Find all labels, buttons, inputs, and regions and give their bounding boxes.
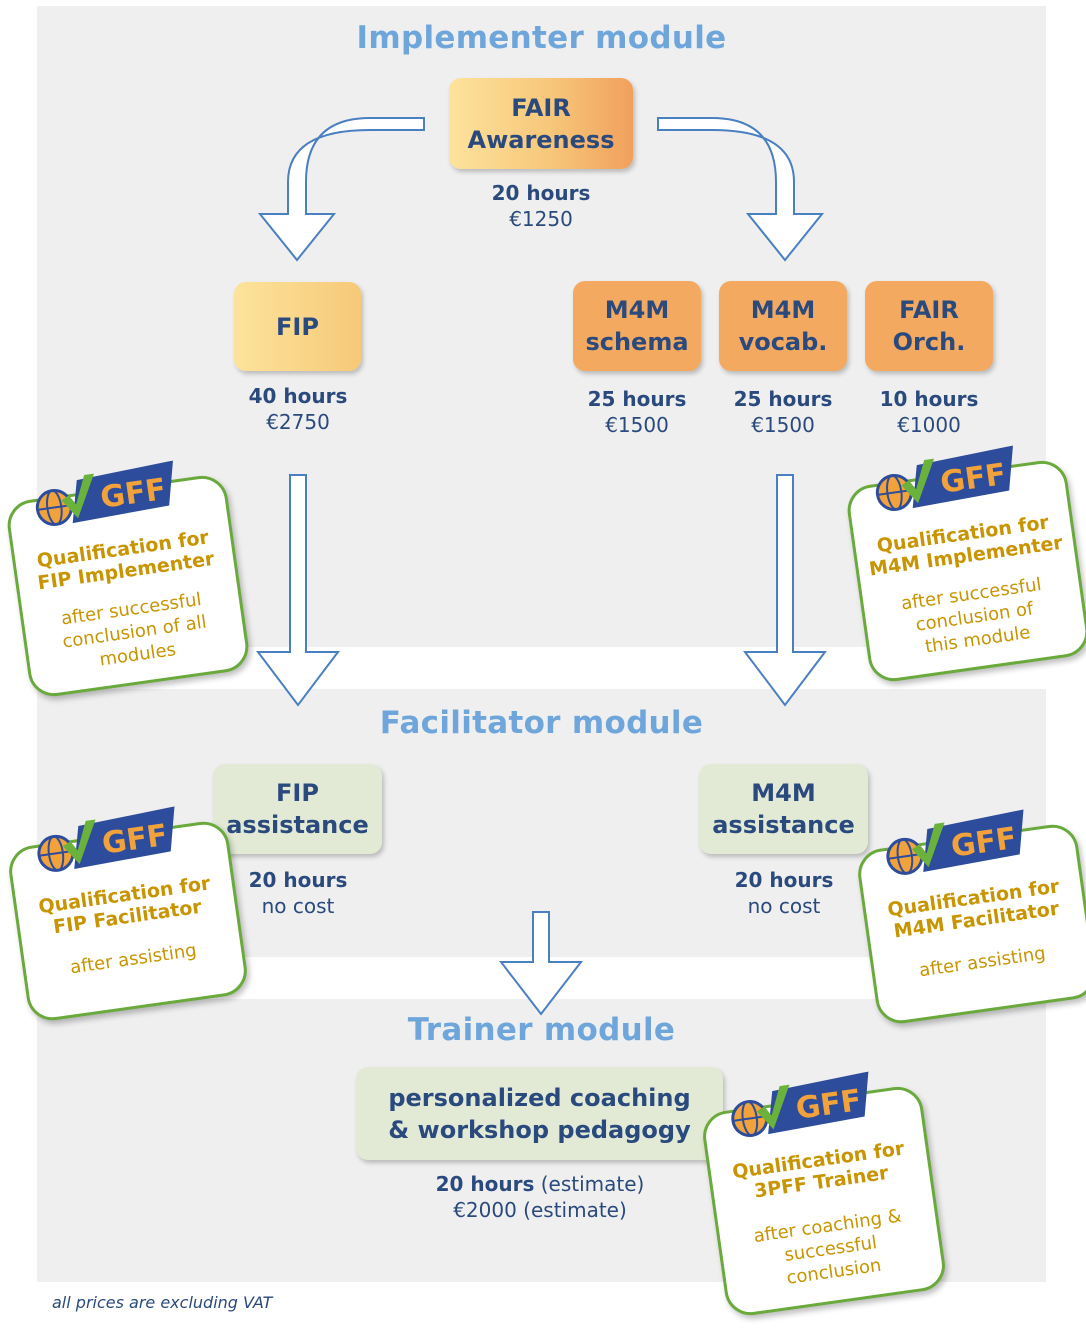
m4m-assistance-module: M4M assistance <box>699 764 868 854</box>
m4m-assistance-line2: assistance <box>712 811 855 839</box>
fip-module-label: FIP <box>276 312 319 341</box>
fair-awareness-hours: 20 hours <box>491 181 591 205</box>
gff-badge-icon: GFF <box>875 445 1013 511</box>
m4m-assistance-line1: M4M <box>751 779 816 807</box>
fip-assistance-price: no cost <box>261 894 335 918</box>
qualification-title: Qualification for M4M Facilitator <box>886 875 1061 943</box>
m4m-vocab-price: €1500 <box>751 413 815 437</box>
fip-assistance-hours: 20 hours <box>248 868 348 892</box>
fip-hours: 40 hours <box>248 384 348 408</box>
m4m-assistance-meta: 20 hours no cost <box>714 867 854 919</box>
svg-text:GFF: GFF <box>794 1083 864 1127</box>
arrow-m4m-to-facilitator <box>742 474 828 707</box>
qualification-fip-implementer: GFF Qualification for FIP Implementer af… <box>4 460 252 700</box>
fair-orch-meta: 10 hours €1000 <box>859 386 999 438</box>
qualification-title: Qualification for FIP Implementer <box>35 526 216 595</box>
fip-assistance-meta: 20 hours no cost <box>228 867 368 919</box>
fair-awareness-line2: Awareness <box>467 125 615 154</box>
qualification-note: after successful conclusion of this modu… <box>899 574 1043 658</box>
fip-price: €2750 <box>266 410 330 434</box>
m4m-vocab-module: M4M vocab. <box>719 281 847 371</box>
svg-text:GFF: GFF <box>949 821 1019 865</box>
arrow-facilitator-to-trainer <box>498 911 584 1016</box>
fip-assistance-line2: assistance <box>226 811 369 839</box>
coaching-module: personalized coaching & workshop pedagogy <box>356 1067 723 1160</box>
m4m-schema-hours: 25 hours <box>587 387 687 411</box>
qualification-3pff-trainer: GFF Qualification for 3PFF Trainer after… <box>699 1071 949 1319</box>
m4m-schema-line2: schema <box>585 328 689 356</box>
gff-badge-icon: GFF <box>35 460 173 526</box>
qualification-title: Qualification for M4M Implementer <box>867 511 1065 581</box>
qualification-note: after assisting <box>917 942 1047 982</box>
qualification-note: after coaching & successful conclusion <box>752 1205 903 1289</box>
fair-orch-line2: Orch. <box>892 328 966 356</box>
fair-awareness-meta: 20 hours €1250 <box>441 180 641 232</box>
m4m-schema-line1: M4M <box>604 296 670 324</box>
arrow-awareness-to-fip <box>257 117 425 262</box>
coaching-line1: personalized coaching <box>388 1083 691 1112</box>
fair-orch-hours: 10 hours <box>879 387 979 411</box>
implementer-module-title: Implementer module <box>356 20 727 56</box>
svg-text:GFF: GFF <box>98 472 168 516</box>
m4m-schema-price: €1500 <box>605 413 669 437</box>
fair-awareness-line1: FAIR <box>511 93 571 122</box>
fip-meta: 40 hours €2750 <box>218 383 378 435</box>
gff-badge-icon: GFF <box>37 806 175 872</box>
m4m-schema-module: M4M schema <box>573 281 701 371</box>
m4m-assistance-price: no cost <box>747 894 821 918</box>
svg-text:GFF: GFF <box>938 457 1008 501</box>
qualification-fip-facilitator: GFF Qualification for FIP Facilitator af… <box>5 806 251 1024</box>
fair-orch-module: FAIR Orch. <box>865 281 993 371</box>
m4m-vocab-line1: M4M <box>750 296 816 324</box>
qualification-note: after successful conclusion of all modul… <box>59 589 208 671</box>
fair-awareness-price: €1250 <box>509 207 573 231</box>
qualification-title: Qualification for FIP Facilitator <box>37 872 212 939</box>
qualification-m4m-implementer: GFF Qualification for M4M Implementer af… <box>844 445 1086 685</box>
m4m-vocab-line2: vocab. <box>738 328 828 356</box>
coaching-line2: & workshop pedagogy <box>388 1115 691 1144</box>
coaching-price: €2000 <box>453 1198 517 1222</box>
m4m-vocab-hours: 25 hours <box>733 387 833 411</box>
qualification-note: after assisting <box>68 939 198 979</box>
m4m-schema-meta: 25 hours €1500 <box>567 386 707 438</box>
arrow-awareness-to-m4m <box>657 117 825 262</box>
fair-orch-price: €1000 <box>897 413 961 437</box>
facilitator-module-title: Facilitator module <box>379 705 704 741</box>
vat-footnote: all prices are excluding VAT <box>52 1293 273 1312</box>
fip-assistance-module: FIP assistance <box>213 764 382 854</box>
fair-orch-line1: FAIR <box>899 296 959 324</box>
svg-text:GFF: GFF <box>100 818 170 862</box>
qualification-title: Qualification for 3PFF Trainer <box>731 1137 906 1203</box>
m4m-vocab-meta: 25 hours €1500 <box>713 386 853 438</box>
m4m-assistance-hours: 20 hours <box>734 868 834 892</box>
qualification-m4m-facilitator: GFF Qualification for M4M Facilitator af… <box>854 809 1086 1027</box>
arrow-fip-to-facilitator <box>255 474 341 707</box>
fip-module: FIP <box>234 282 361 371</box>
trainer-module-title: Trainer module <box>407 1012 676 1048</box>
gff-badge-icon: GFF <box>731 1071 869 1138</box>
gff-badge-icon: GFF <box>886 809 1024 875</box>
fip-assistance-line1: FIP <box>276 779 319 807</box>
coaching-hours-note: (estimate) <box>534 1172 645 1196</box>
coaching-hours: 20 hours <box>435 1172 535 1196</box>
coaching-meta: 20 hours (estimate) €2000 (estimate) <box>400 1171 680 1223</box>
coaching-price-note: (estimate) <box>516 1198 627 1222</box>
fair-awareness-module: FAIR Awareness <box>449 78 633 169</box>
